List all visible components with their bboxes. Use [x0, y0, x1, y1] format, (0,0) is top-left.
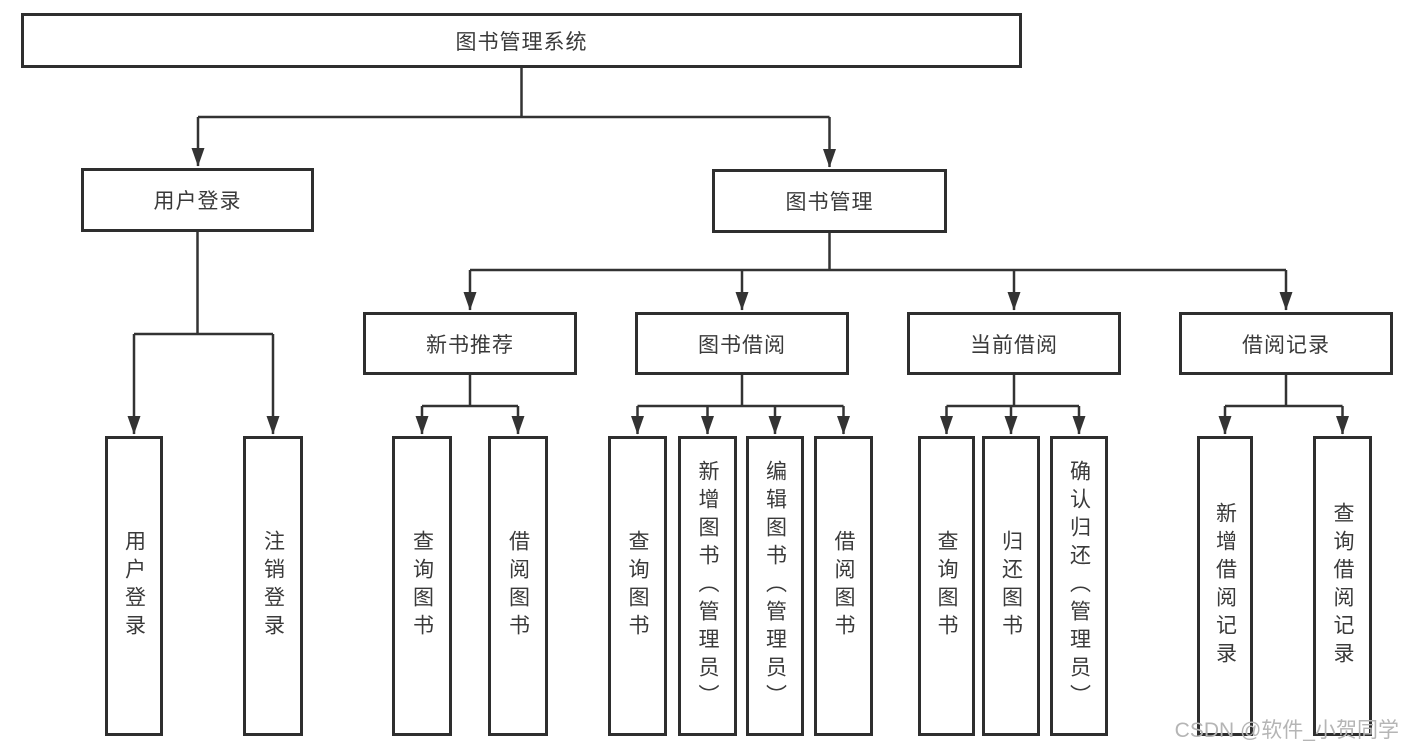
leaf-borrow-books-recommend: 借阅图书: [488, 436, 548, 736]
watermark-text: CSDN @软件_小贺同学: [1174, 719, 1399, 742]
node-library-management-system: 图书管理系统: [21, 13, 1022, 68]
node-new-book-recommendation: 新书推荐: [363, 312, 577, 375]
leaf-query-books-borrowing: 查询图书: [608, 436, 667, 736]
leaf-confirm-return-admin: 确认归还（管理员）: [1050, 436, 1108, 736]
leaf-add-borrow-record: 新增借阅记录: [1197, 436, 1253, 736]
leaf-edit-books-admin: 编辑图书（管理员）: [746, 436, 804, 736]
leaf-query-books-recommend: 查询图书: [392, 436, 452, 736]
leaf-borrow-books: 借阅图书: [814, 436, 873, 736]
node-book-management: 图书管理: [712, 169, 947, 233]
leaf-add-books-admin: 新增图书（管理员）: [678, 436, 737, 736]
leaf-user-login: 用户登录: [105, 436, 163, 736]
node-current-borrowing: 当前借阅: [907, 312, 1121, 375]
node-book-borrowing: 图书借阅: [635, 312, 849, 375]
leaf-query-books-current: 查询图书: [918, 436, 975, 736]
node-borrowing-records: 借阅记录: [1179, 312, 1393, 375]
leaf-logout: 注销登录: [243, 436, 303, 736]
leaf-query-borrow-record: 查询借阅记录: [1313, 436, 1372, 736]
node-user-login: 用户登录: [81, 168, 314, 232]
leaf-return-books: 归还图书: [982, 436, 1040, 736]
